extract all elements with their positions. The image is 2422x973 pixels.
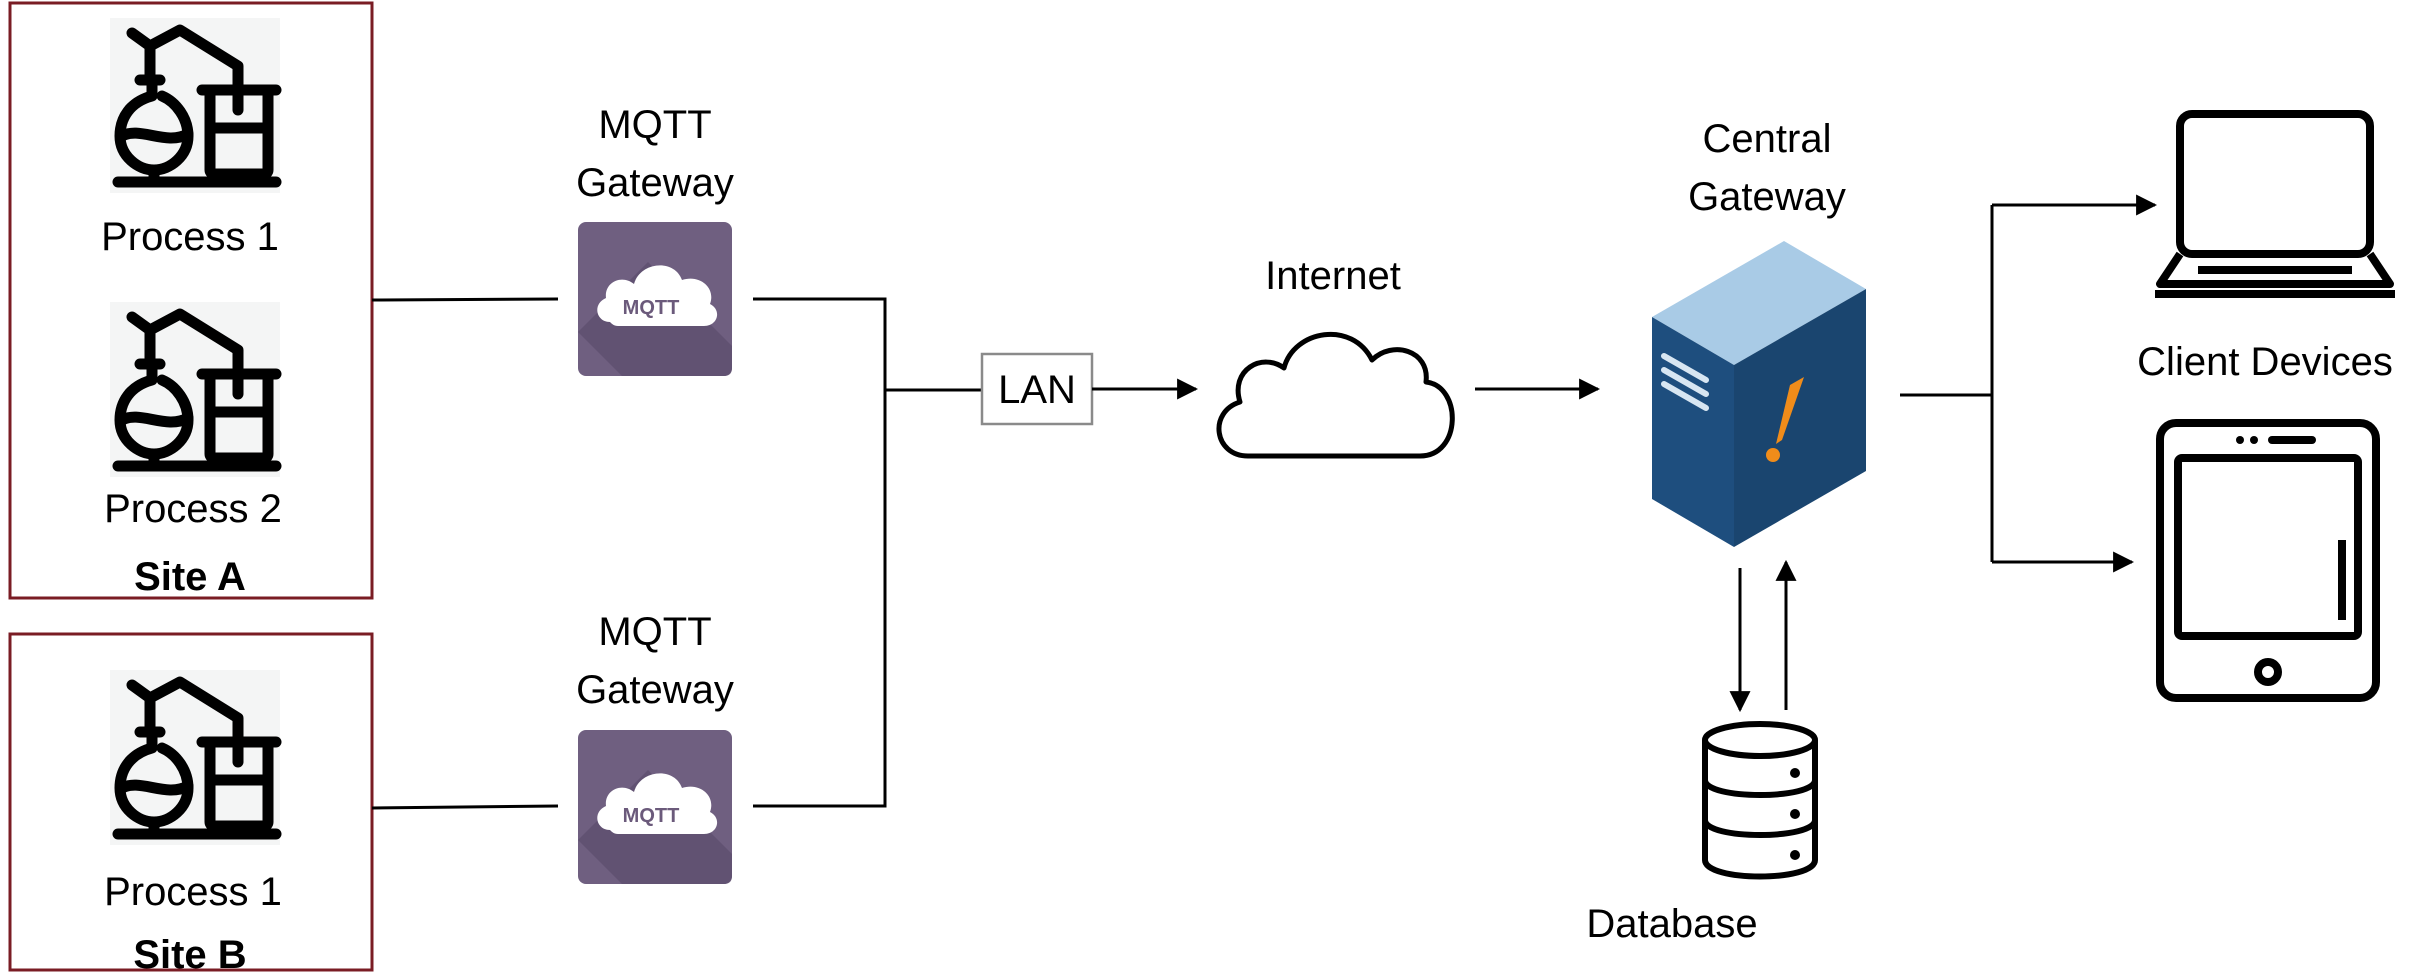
site-b-label: Site B [133, 933, 246, 973]
mqtt-gateway-2-label-line1: MQTT [598, 610, 711, 654]
internet-label: Internet [1265, 254, 1401, 298]
tablet-camera-dots [2236, 436, 2258, 444]
process-icon [110, 302, 280, 477]
cloud-icon [1216, 331, 1455, 459]
site-a-process-1-label: Process 1 [101, 215, 279, 259]
mqtt-gateway-1-label-line1: MQTT [598, 103, 711, 147]
client-devices-label: Client Devices [2137, 340, 2393, 384]
site-a-box [8, 1, 374, 600]
process-icon [110, 18, 280, 193]
mqtt-gateway-2-label-line2: Gateway [576, 668, 734, 712]
tablet-icon [2156, 419, 2380, 702]
mqtt-icon-text: MQTT [623, 805, 680, 827]
mqtt-icon-text: MQTT [623, 297, 680, 319]
site-a-to-gateway-line [371, 297, 559, 302]
database-indicator-dots [1790, 768, 1800, 860]
database-label: Database [1586, 902, 1757, 946]
lan-label: LAN [998, 368, 1076, 412]
mqtt-gateway-1-label-line2: Gateway [576, 161, 734, 205]
central-gateway-label-line1: Central [1703, 117, 1832, 161]
lan-box [980, 352, 1094, 426]
site-b-process-1-label: Process 1 [104, 870, 282, 914]
site-a-label: Site A [134, 555, 246, 599]
site-b-to-gateway-line [371, 804, 559, 810]
process-icon [110, 670, 280, 845]
gateway-merge-line [753, 297, 887, 808]
central-gateway-label-line2: Gateway [1688, 175, 1846, 219]
database-icon [1702, 721, 1818, 880]
site-a-process-2-label: Process 2 [104, 487, 282, 531]
site-b-box [8, 632, 374, 972]
server-icon [1652, 241, 1866, 547]
laptop-icon [2155, 110, 2395, 298]
